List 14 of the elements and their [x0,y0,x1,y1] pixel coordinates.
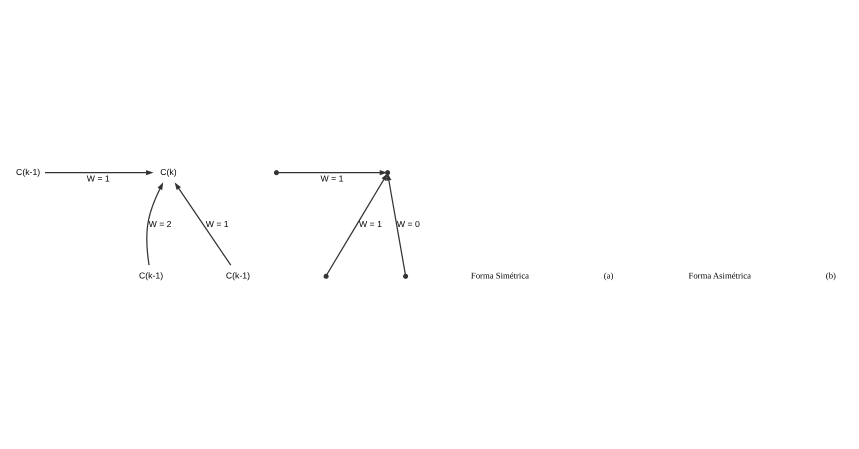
node-text: C(k-1) [16,166,40,177]
label: (a) [604,270,614,281]
edge-label: W = 0 [396,218,420,229]
edge-label: W = 1 [359,218,382,229]
edge-label: W = 1 [86,173,110,184]
node-text: C(k-1) [226,270,250,281]
node-text: C(k-1) [138,270,164,281]
label: (b) [826,270,836,281]
edge-label: W = 1 [206,218,229,229]
node-text: C(k) [160,166,177,177]
edge-label: W = 1 [320,173,344,184]
label: Forma Asimétrica [688,270,751,281]
edge-label: W = 2 [148,218,172,229]
label: Forma Simétrica [470,270,530,281]
